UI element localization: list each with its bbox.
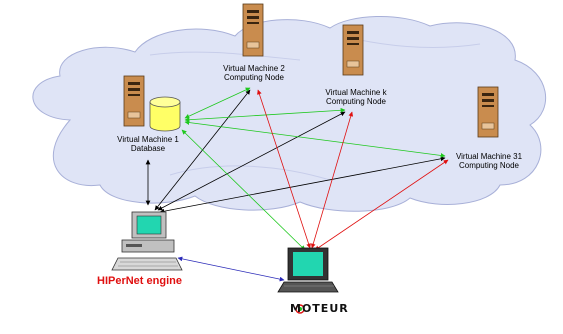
laptop-icon bbox=[277, 247, 339, 293]
server-tower-icon-vmk bbox=[342, 24, 364, 76]
vm2-role: Computing Node bbox=[223, 73, 285, 82]
link-engine-moteur bbox=[177, 256, 285, 282]
vm2-label: Virtual Machine 2 Computing Node bbox=[214, 64, 294, 82]
vm1-role: Database bbox=[130, 144, 166, 153]
vm2-name: Virtual Machine 2 bbox=[223, 64, 285, 73]
vm1-label: Virtual Machine 1 Database bbox=[108, 135, 188, 153]
vmk-label: Virtual Machine k Computing Node bbox=[316, 88, 396, 106]
engine-label: HIPerNet engine bbox=[97, 275, 182, 287]
vm31-name: Virtual Machine 31 bbox=[455, 152, 523, 161]
link-moteur-vm31 bbox=[314, 159, 449, 251]
server-tower-icon-vm2 bbox=[242, 3, 264, 57]
link-moteur-vm2 bbox=[257, 89, 311, 249]
moteur-logo-text: MOTEUR bbox=[290, 302, 349, 315]
vm1-name: Virtual Machine 1 bbox=[117, 135, 179, 144]
vmk-name: Virtual Machine k bbox=[325, 88, 387, 97]
desktop-computer-icon bbox=[111, 211, 183, 271]
vm31-role: Computing Node bbox=[458, 161, 520, 170]
server-tower-icon-vm31 bbox=[477, 86, 499, 138]
database-icon bbox=[149, 96, 181, 132]
moteur-logo-icon bbox=[295, 304, 305, 314]
vmk-role: Computing Node bbox=[325, 97, 387, 106]
red-links bbox=[257, 89, 449, 251]
vm31-label: Virtual Machine 31 Computing Node bbox=[446, 152, 532, 170]
server-tower-icon-vm1 bbox=[123, 75, 145, 127]
